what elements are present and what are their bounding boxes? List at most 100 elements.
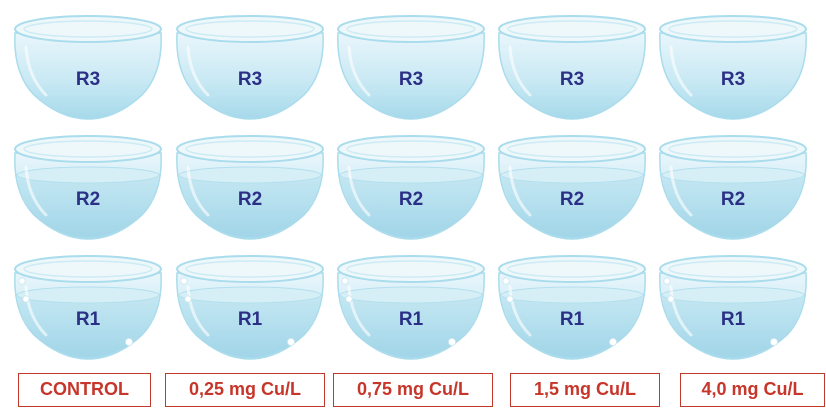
- water-surface: [339, 286, 483, 304]
- bubble: [184, 295, 192, 303]
- fishbowl-r3-col-5: R3: [657, 7, 809, 123]
- fishbowl-r1-col-2: R1: [174, 247, 326, 363]
- water-surface: [16, 166, 160, 184]
- glass-highlight: [669, 165, 693, 217]
- bowl-rim: [337, 135, 485, 163]
- bowl-rim-inner: [346, 260, 476, 278]
- glass-highlight: [186, 285, 210, 337]
- water-surface: [661, 286, 805, 304]
- bubble: [502, 277, 510, 285]
- fishbowl-r2-col-1: R2: [12, 127, 164, 243]
- bubble: [18, 277, 26, 285]
- bowl-rim: [176, 255, 324, 283]
- bowl-rim-inner: [346, 20, 476, 38]
- glass-highlight: [186, 45, 210, 97]
- treatment-label-1-5: 1,5 mg Cu/L: [510, 373, 660, 407]
- bubble: [448, 338, 457, 347]
- replicate-label: R2: [398, 189, 424, 210]
- glass-highlight: [508, 285, 532, 337]
- bowl-body: [659, 32, 807, 120]
- bowl-rim-inner: [507, 260, 637, 278]
- replicate-label: R1: [75, 309, 101, 330]
- bubble: [609, 338, 618, 347]
- bowl-rim-inner: [507, 140, 637, 158]
- replicate-label: R3: [237, 69, 263, 90]
- water-fill: [179, 175, 321, 237]
- water-fill: [179, 295, 321, 357]
- glass-highlight: [347, 45, 371, 97]
- bowl-rim-inner: [23, 140, 153, 158]
- replicate-label: R3: [720, 69, 746, 90]
- water-fill: [501, 295, 643, 357]
- replicate-label: R3: [398, 69, 424, 90]
- water-fill: [340, 295, 482, 357]
- treatment-label-0-75: 0,75 mg Cu/L: [333, 373, 493, 407]
- bowl-rim: [14, 135, 162, 163]
- water-fill: [340, 175, 482, 237]
- glass-highlight: [24, 165, 48, 217]
- treatment-label-4-0: 4,0 mg Cu/L: [680, 373, 825, 407]
- bowl-rim: [498, 15, 646, 43]
- water-surface: [178, 166, 322, 184]
- bubble: [287, 338, 296, 347]
- water-surface: [339, 166, 483, 184]
- replicate-label: R2: [75, 189, 101, 210]
- replicate-label: R2: [559, 189, 585, 210]
- bowl-rim: [176, 15, 324, 43]
- bowl-rim-inner: [185, 140, 315, 158]
- glass-highlight: [508, 45, 532, 97]
- bowl-rim: [659, 255, 807, 283]
- water-surface: [16, 286, 160, 304]
- bowl-rim: [337, 15, 485, 43]
- fishbowl-r1-col-4: R1: [496, 247, 648, 363]
- bowl-rim: [659, 15, 807, 43]
- fishbowl-r2-col-5: R2: [657, 127, 809, 243]
- replicate-label: R3: [559, 69, 585, 90]
- bubble: [22, 295, 30, 303]
- glass-highlight: [669, 45, 693, 97]
- bowl-rim: [176, 135, 324, 163]
- bowl-rim-inner: [668, 260, 798, 278]
- replicate-label: R1: [398, 309, 424, 330]
- fishbowl-r3-col-2: R3: [174, 7, 326, 123]
- bowl-rim: [337, 255, 485, 283]
- water-surface: [500, 166, 644, 184]
- bowl-rim: [498, 135, 646, 163]
- bowl-rim-inner: [507, 20, 637, 38]
- bowl-rim-inner: [185, 260, 315, 278]
- water-fill: [662, 175, 804, 237]
- bowl-rim-inner: [23, 260, 153, 278]
- bubble: [341, 277, 349, 285]
- glass-highlight: [347, 285, 371, 337]
- bowl-body: [176, 32, 324, 120]
- water-fill: [501, 175, 643, 237]
- fishbowl-r2-col-2: R2: [174, 127, 326, 243]
- bowl-rim: [14, 15, 162, 43]
- bowl-rim: [498, 255, 646, 283]
- fishbowl-r2-col-3: R2: [335, 127, 487, 243]
- fishbowl-r2-col-4: R2: [496, 127, 648, 243]
- water-surface: [178, 286, 322, 304]
- bubble: [663, 277, 671, 285]
- fishbowl-r3-col-3: R3: [335, 7, 487, 123]
- bubble: [506, 295, 514, 303]
- bowl-rim-inner: [668, 140, 798, 158]
- replicate-label: R2: [237, 189, 263, 210]
- bubble: [180, 277, 188, 285]
- replicate-label: R1: [720, 309, 746, 330]
- water-surface: [500, 286, 644, 304]
- bowl-body: [498, 32, 646, 120]
- glass-highlight: [186, 165, 210, 217]
- bowl-rim: [14, 255, 162, 283]
- replicate-label: R1: [237, 309, 263, 330]
- fishbowl-r1-col-3: R1: [335, 247, 487, 363]
- fishbowl-r1-col-1: R1: [12, 247, 164, 363]
- bowl-rim-inner: [23, 20, 153, 38]
- bowl-rim-inner: [185, 20, 315, 38]
- glass-highlight: [24, 285, 48, 337]
- bowl-body: [337, 32, 485, 120]
- replicate-label: R1: [559, 309, 585, 330]
- bubble: [345, 295, 353, 303]
- bowl-body: [14, 32, 162, 120]
- water-fill: [17, 175, 159, 237]
